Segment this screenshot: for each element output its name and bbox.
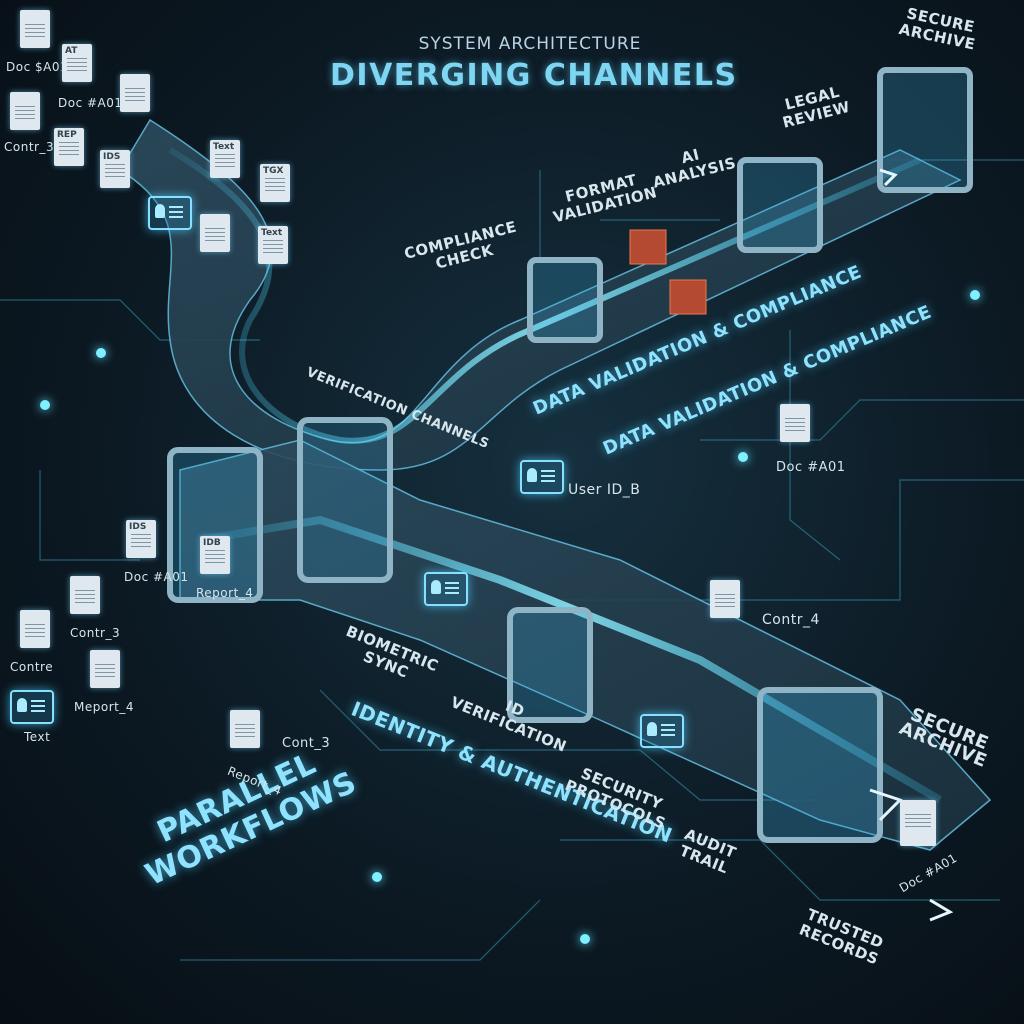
doc-icon-text: AT xyxy=(65,46,78,56)
doc-label: Doc $A01 xyxy=(6,60,69,74)
document-icon: Text xyxy=(258,226,288,264)
document-icon: AT xyxy=(62,44,92,82)
firewall-icon xyxy=(669,279,707,315)
id-card-icon xyxy=(10,690,54,724)
document-icon xyxy=(20,610,50,648)
document-icon: Text xyxy=(210,140,240,178)
doc-icon-text: TGX xyxy=(263,166,284,176)
document-icon: IDS xyxy=(100,150,130,188)
network-node xyxy=(372,872,382,882)
id-card-icon xyxy=(424,572,468,606)
document-icon xyxy=(780,404,810,442)
document-icon xyxy=(200,214,230,252)
doc-icon-text: Text xyxy=(213,142,235,152)
document-icon: IDB xyxy=(200,536,230,574)
diagram-title: DIVERGING CHANNELS xyxy=(330,58,738,93)
document-icon: IDS xyxy=(126,520,156,558)
document-icon: REP xyxy=(54,128,84,166)
document-icon xyxy=(120,74,150,112)
doc-label: Contr_3 xyxy=(70,626,121,640)
document-icon xyxy=(10,92,40,130)
doc-icon-text: IDS xyxy=(129,522,147,532)
doc-icon-text: IDS xyxy=(103,152,121,162)
id-card-icon xyxy=(520,460,564,494)
gate-frames xyxy=(167,67,973,843)
doc-label: Doc #A01 xyxy=(776,460,846,475)
document-icon xyxy=(900,800,936,846)
document-icon xyxy=(20,10,50,48)
doc-label: Contre xyxy=(10,660,54,674)
document-icon xyxy=(710,580,740,618)
doc-icon-text: Text xyxy=(261,228,283,238)
doc-label: User ID_B xyxy=(568,482,641,498)
network-node xyxy=(738,452,748,462)
doc-icon-text: REP xyxy=(57,130,77,140)
network-node xyxy=(40,400,50,410)
doc-label: Cont_3 xyxy=(282,736,331,751)
document-icon xyxy=(90,650,120,688)
doc-label: Report_4 xyxy=(196,586,254,600)
doc-label: Text xyxy=(24,730,51,744)
doc-label: Doc #A01 xyxy=(58,96,123,110)
id-card-icon xyxy=(148,196,192,230)
document-icon: TGX xyxy=(260,164,290,202)
firewall-icon xyxy=(629,229,667,265)
doc-label: Contr_4 xyxy=(762,612,820,628)
network-node xyxy=(580,934,590,944)
doc-icon-text: IDB xyxy=(203,538,221,548)
network-node xyxy=(970,290,980,300)
document-icon xyxy=(70,576,100,614)
diagram-subtitle: SYSTEM ARCHITECTURE xyxy=(418,34,642,54)
doc-label: Doc #A01 xyxy=(124,570,189,584)
doc-label: Contr_3 xyxy=(4,140,55,154)
document-icon xyxy=(230,710,260,748)
id-card-icon xyxy=(640,714,684,748)
upper-channel xyxy=(118,118,962,471)
network-node xyxy=(96,348,106,358)
doc-label: Meport_4 xyxy=(74,700,134,714)
